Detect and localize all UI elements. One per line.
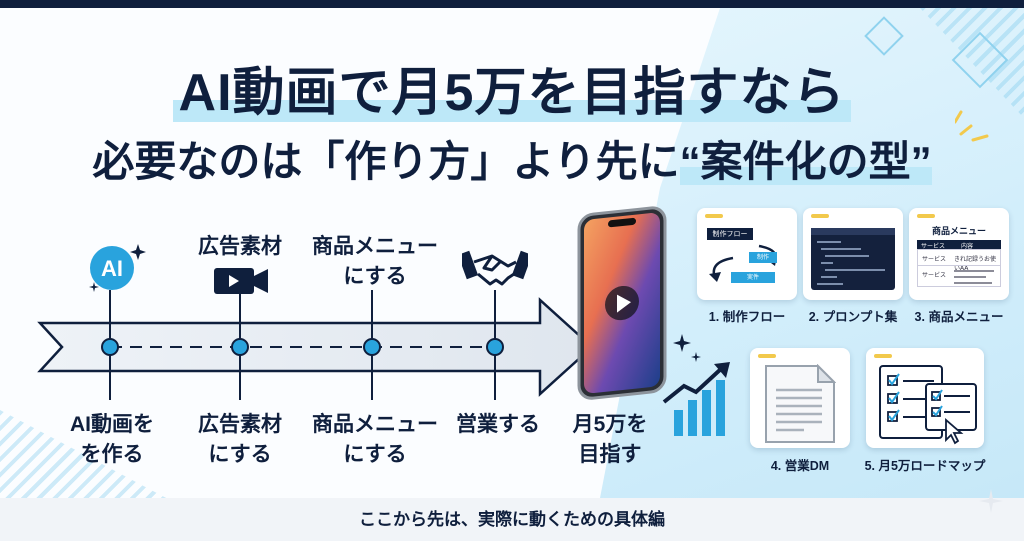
top-bar <box>0 0 1024 8</box>
smartphone-icon <box>577 206 667 400</box>
card-1-btn2: 実件 <box>731 272 775 283</box>
label-ad-material-top: 広告素材 <box>198 235 282 258</box>
label-menu-top-line2: にする <box>343 265 407 288</box>
footer-banner: ここから先は、実際に動くための具体編 <box>0 498 1024 541</box>
code-lines-icon <box>817 241 885 285</box>
code-editor-panel <box>811 228 895 290</box>
label-step-5-line2: 目指す <box>578 443 642 466</box>
sparkle-icon <box>979 489 1003 513</box>
video-camera-icon <box>214 266 270 300</box>
menu-table-header: サービス 内容 <box>917 240 1001 250</box>
card-roadmap <box>866 348 984 448</box>
title-line1: AI動画で月5万を目指すなら <box>172 64 852 122</box>
label-step-3-line1: 商品メニュー <box>312 413 438 436</box>
card-prompt-collection <box>803 208 903 300</box>
label-step-4: 営業する <box>448 410 548 440</box>
label-step-1: AI動画を を作る <box>52 410 172 470</box>
document-icon <box>765 364 836 443</box>
ai-icon-text: AI <box>101 256 123 281</box>
sparkle-lines-icon <box>955 110 989 142</box>
card-3-label: 3. 商品メニュー <box>914 310 1004 324</box>
label-step-5-line1: 月5万を <box>572 413 648 436</box>
subtitle-highlight: “案件化の型” <box>679 138 932 185</box>
card-1-btn1: 制作 <box>749 252 777 263</box>
footer-text: ここから先は、実際に動くための具体編 <box>359 510 665 529</box>
card-product-menu: 商品メニュー サービス 内容 サービス きれ記録うお使いAA サービス <box>909 208 1009 300</box>
handshake-icon <box>457 244 533 296</box>
label-step-3: 商品メニュー にする <box>300 410 450 470</box>
subtitle-text: 必要なのは「作り方」より先に <box>92 138 680 185</box>
card-3-col1: サービス <box>921 243 946 250</box>
bullet-lines-icon <box>954 270 994 284</box>
card-1-title: 制作フロー <box>707 228 753 240</box>
checklist-icon <box>879 365 977 445</box>
card-3-title: 商品メニュー <box>931 227 986 237</box>
label-step-2: 広告素材 にする <box>180 410 300 470</box>
card-3-row2a: サービス <box>922 272 947 279</box>
menu-table-body: サービス きれ記録うお使いAA サービス <box>917 249 1001 287</box>
timeline-arrow <box>37 290 594 400</box>
label-step-3-line2: にする <box>343 443 407 466</box>
label-menu-top: 商品メニュー にする <box>300 232 450 292</box>
card-1-label: 1. 制作フロー <box>708 310 786 324</box>
card-4-label: 4. 営業DM <box>770 459 830 473</box>
label-step-2-line1: 広告素材 <box>198 413 282 436</box>
card-3-row1b: きれ記録うお使いAA <box>954 256 997 272</box>
label-step-1-line1: AI動画を <box>70 413 154 436</box>
label-step-2-line2: にする <box>208 443 272 466</box>
page-title: AI動画で月5万を目指すなら <box>0 50 1024 125</box>
card-sales-dm <box>750 348 850 448</box>
card-3-col2: 内容 <box>961 243 974 250</box>
label-step-4-line1: 営業する <box>456 413 540 436</box>
ai-icon: AI <box>88 240 146 292</box>
card-5-label: 5. 月5万ロードマップ <box>864 459 986 473</box>
card-2-label: 2. プロンプト集 <box>808 310 898 324</box>
label-step-1-line2: を作る <box>80 443 144 466</box>
growth-chart-icon <box>662 334 730 436</box>
subtitle: 必要なのは「作り方」より先に“案件化の型” <box>0 128 1024 189</box>
card-production-flow: 制作フロー 制作 実件 <box>697 208 797 300</box>
label-step-5: 月5万を 目指す <box>560 410 660 470</box>
label-menu-top-line1: 商品メニュー <box>312 235 438 258</box>
flow-diagram-icon <box>709 244 777 282</box>
card-3-row1a: サービス <box>922 256 947 263</box>
